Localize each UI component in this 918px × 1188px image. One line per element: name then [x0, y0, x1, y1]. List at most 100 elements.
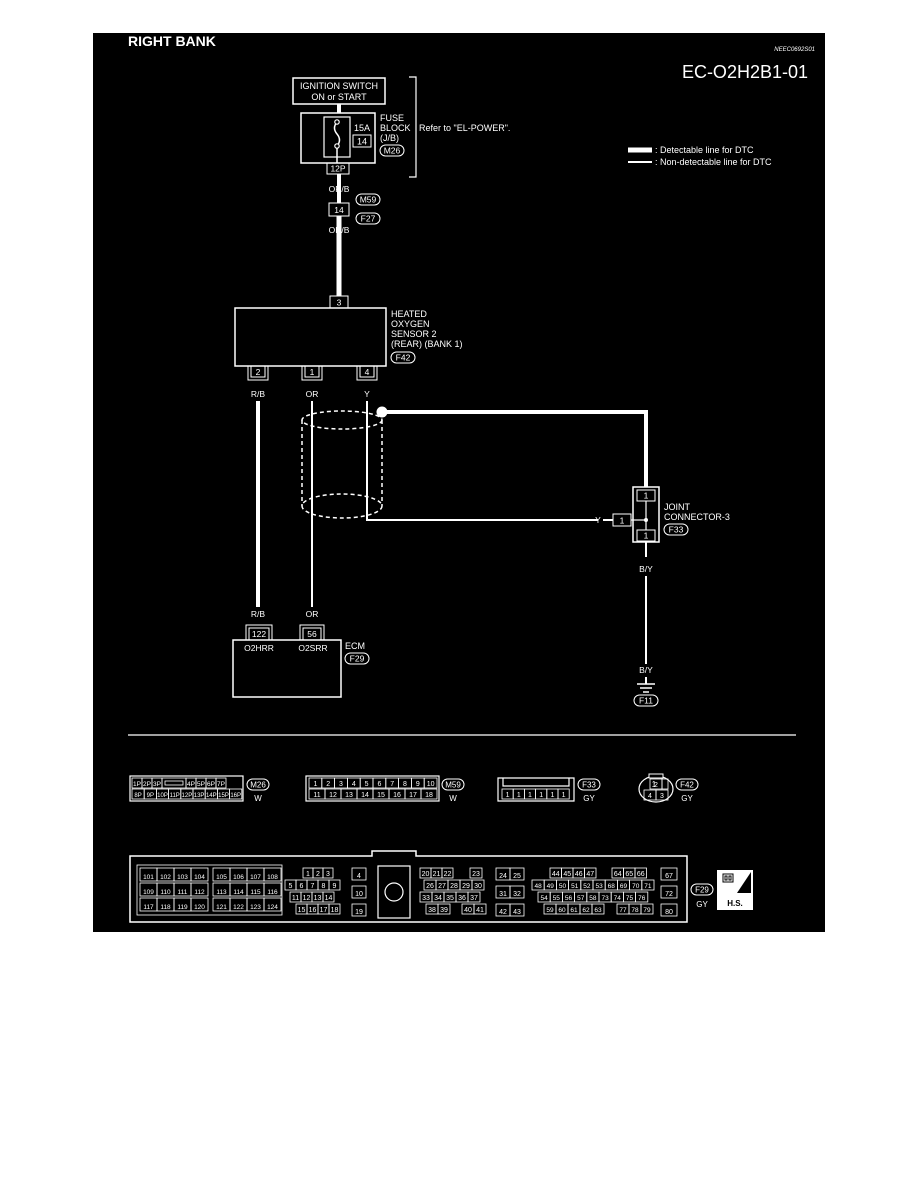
m26-pin-11P: 11P [170, 793, 180, 799]
f29-pin-53: 53 [595, 883, 603, 890]
f29-pin-14: 14 [325, 895, 333, 902]
f29-color: GY [696, 900, 708, 909]
f42-pin-3-box [655, 789, 669, 801]
f29-pin-44: 44 [552, 871, 560, 878]
f29-pin-32-box [509, 885, 525, 899]
f29-pin-46: 46 [575, 871, 583, 878]
f29-pin-3: 3 [326, 871, 330, 878]
f29-pin-120: 120 [194, 904, 205, 911]
m59-connector-badge [441, 778, 465, 791]
f29-pin-49: 49 [547, 883, 555, 890]
fuse-terminal-bottom [334, 143, 340, 149]
fuse-block-label-1: FUSE [380, 113, 404, 123]
fuse-connector-badge [379, 144, 405, 157]
wire-rb-bottom-label: R/B [251, 609, 266, 619]
f29-pin-23: 23 [472, 871, 480, 878]
ecm-pin-a: 122 [252, 629, 266, 639]
joint-node [644, 518, 648, 522]
f29-pin-115: 115 [250, 889, 261, 896]
fuse-block-label-2: BLOCK [380, 123, 411, 133]
f42-color: GY [681, 794, 693, 803]
f29-pin-10-box [351, 885, 367, 899]
ecm-body [232, 639, 342, 698]
joint-connector-id: F33 [669, 525, 684, 535]
m59-pin-16: 16 [393, 792, 401, 799]
m59-pin-18-box [420, 788, 438, 800]
f29-pin-26: 26 [426, 883, 434, 890]
fuse-connector-id: M26 [384, 146, 401, 156]
f29-pin-36: 36 [458, 895, 466, 902]
f29-pin-66: 66 [637, 871, 645, 878]
joint-label-1: JOINT [664, 502, 691, 512]
f29-pin-25: 25 [513, 873, 521, 880]
f29-pin-121: 121 [216, 904, 227, 911]
f29-pin-113: 113 [216, 889, 227, 896]
f29-pin-110: 110 [160, 889, 171, 896]
f29-pin-111: 111 [178, 889, 188, 896]
ecm-terminal-a: O2HRR [244, 643, 274, 653]
m26-connector-badge [246, 778, 270, 791]
m59-pin-11: 11 [313, 792, 320, 799]
f42-key [648, 773, 664, 779]
f29-pin-104: 104 [194, 874, 205, 881]
m59-pin-12: 12 [329, 792, 337, 799]
f29-pin-104-box [190, 867, 209, 882]
m26-pin-9P: 9P [147, 793, 154, 799]
f42-pin-4: 4 [648, 793, 652, 800]
m59-pin-9: 9 [416, 781, 420, 788]
legend-non-detectable-label: : Non-detectable line for DTC [655, 157, 772, 167]
ecm: 122 56 O2HRR O2SRR ECM F29 [232, 624, 370, 698]
f29-pin-32: 32 [513, 891, 521, 898]
m26-pin-10P: 10P [157, 793, 168, 799]
f29-pin-47-box [584, 867, 597, 879]
f33-connector-id: F33 [582, 781, 596, 790]
f29-pin-17: 17 [320, 907, 328, 914]
f29-pin-67: 67 [665, 873, 673, 880]
f33-color: GY [583, 794, 595, 803]
f29-pin-21: 21 [433, 871, 441, 878]
f29-pin-50: 50 [559, 883, 567, 890]
inline-connector: 14 M59 F27 [328, 193, 381, 225]
m26-pin-6P: 6P [207, 781, 215, 788]
joint-pin-top: 1 [644, 491, 649, 501]
f42-pin-1-label: 1 [652, 780, 657, 789]
joint-label-2: CONNECTOR-3 [664, 512, 730, 522]
ignition-switch-label-2: ON or START [311, 92, 367, 102]
f29-pin-101: 101 [143, 874, 154, 881]
ignition-switch-label-1: IGNITION SWITCH [300, 81, 378, 91]
sensor-label-3: SENSOR 2 [391, 329, 437, 339]
m59-pin-15: 15 [377, 792, 385, 799]
f29-pin-102: 102 [160, 874, 171, 881]
fuse-amperage: 15A [354, 123, 370, 133]
f29-pin-43-box [509, 903, 525, 917]
f42-pin-2: 2 [654, 782, 658, 789]
f29-pin-116: 116 [267, 889, 278, 896]
f29-pin-124-box [263, 897, 282, 912]
f29-pin-23-box [469, 867, 483, 879]
fuse-bracket [409, 76, 417, 178]
m59-pin-6: 6 [377, 781, 381, 788]
f29-pin-63: 63 [594, 907, 602, 914]
f29-pin-18: 18 [331, 907, 339, 914]
joint-pin-bottom-box [636, 529, 656, 542]
sensor-pin-b-box [301, 366, 323, 381]
wire-or-bottom-label: OR [306, 609, 319, 619]
f29-pin-39-box [437, 903, 451, 915]
ecm-pin-b: 56 [307, 629, 317, 639]
f29-pin-123: 123 [250, 904, 261, 911]
m26-pin-13P: 13P [194, 793, 205, 799]
f29-pin-22: 22 [444, 871, 452, 878]
m26-pin-5P: 5P [197, 781, 205, 788]
sensor-label-4: (REAR) (BANK 1) [391, 339, 463, 349]
f29-pin-25-box [509, 867, 525, 881]
m59-color: W [449, 794, 457, 803]
f29-pin-41: 41 [476, 907, 484, 914]
f29-pin-72-box [660, 885, 678, 899]
m59-pin-7: 7 [390, 781, 394, 788]
f29-pin-51: 51 [571, 883, 579, 890]
f29-pin-1: 1 [306, 871, 310, 878]
f29-pin-70: 70 [632, 883, 640, 890]
f29-pin-114: 114 [233, 889, 244, 896]
